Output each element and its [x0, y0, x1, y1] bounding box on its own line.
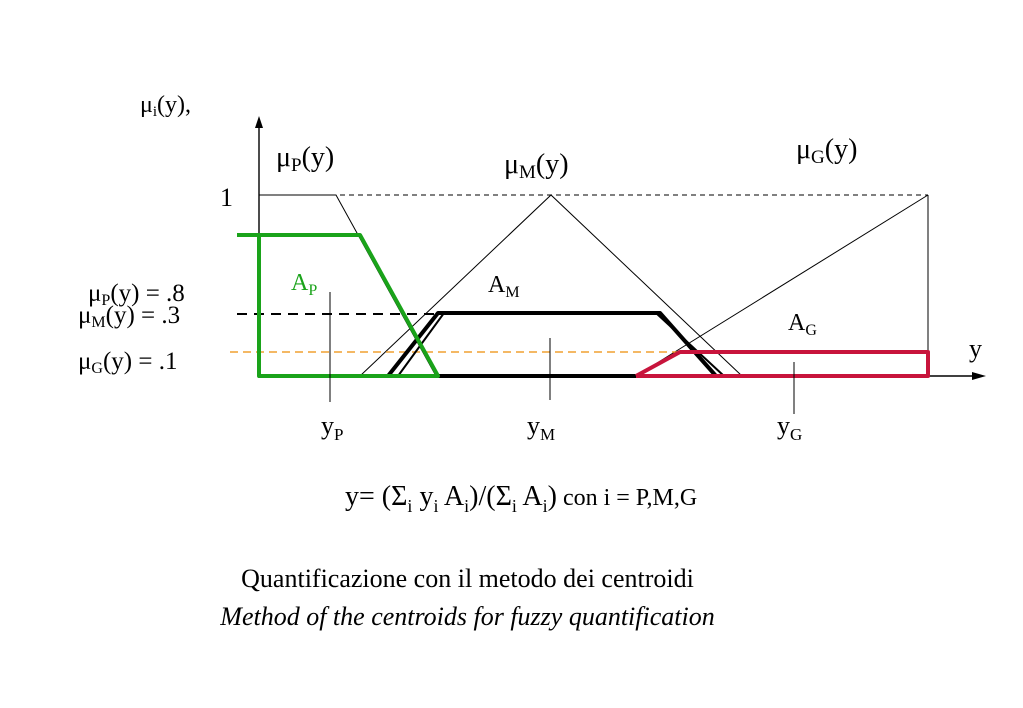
level-label-p: μP(y) = .8 — [88, 280, 185, 309]
area-label-p: AP — [291, 270, 317, 299]
level-label-g: μG(y) = .1 — [78, 348, 177, 377]
centroid-formula: y= (Σi yi Ai)/(Σi Ai) con i = P,M,G — [345, 481, 697, 516]
area-g-outline — [635, 350, 930, 378]
centroid-label-m: yM — [527, 411, 555, 444]
x-axis-label: y — [969, 334, 982, 363]
level-label-m: μM(y) = .3 — [78, 302, 180, 331]
membership-function-m — [359, 194, 743, 377]
caption-english: Method of the centroids for fuzzy quanti… — [220, 602, 715, 631]
curve-label-g: μG(y) — [796, 134, 857, 168]
membership-function-g — [635, 194, 929, 377]
curve-label-m: μM(y) — [504, 149, 569, 183]
y-axis-label: μi(y), — [140, 92, 191, 120]
tick-label-one: 1 — [220, 183, 233, 212]
area-m-outline-second — [397, 312, 725, 377]
area-p-outline — [237, 233, 440, 378]
x-axis-arrow — [972, 372, 986, 380]
y-axis-arrow — [255, 116, 263, 128]
area-m-outline — [386, 311, 718, 378]
area-label-m: AM — [488, 272, 520, 301]
caption-italian: Quantificazione con il metodo dei centro… — [241, 564, 694, 593]
centroid-label-g: yG — [777, 411, 802, 444]
area-label-g: AG — [788, 310, 817, 339]
curve-label-p: μP(y) — [276, 142, 334, 176]
centroid-label-p: yP — [321, 411, 343, 444]
